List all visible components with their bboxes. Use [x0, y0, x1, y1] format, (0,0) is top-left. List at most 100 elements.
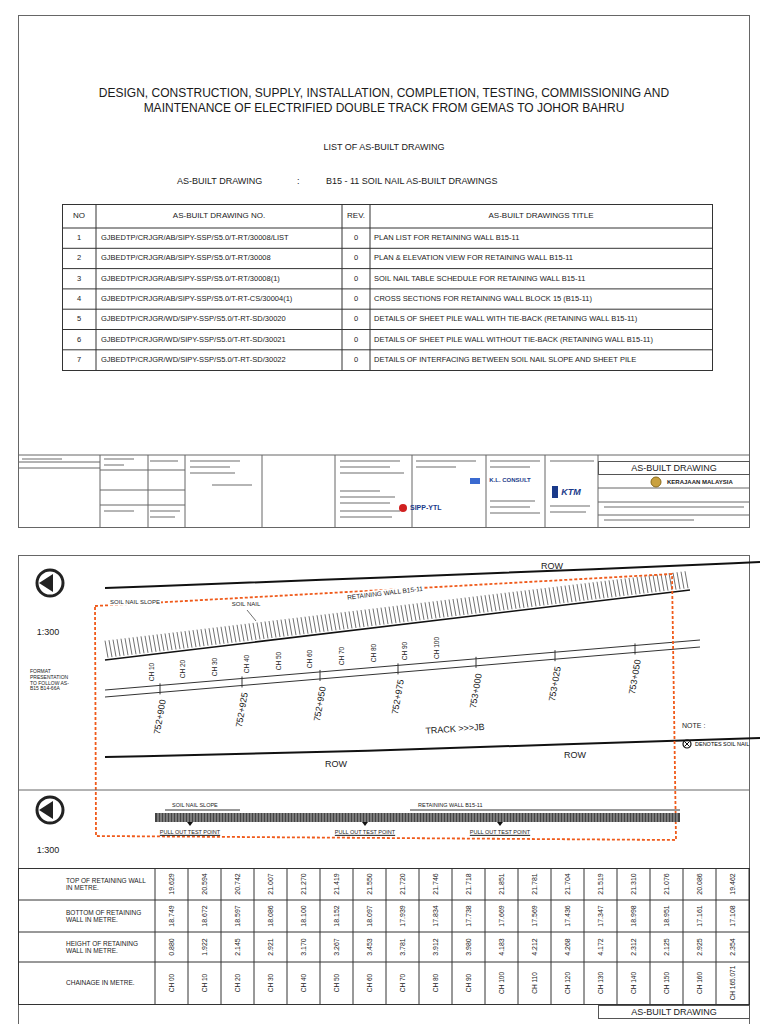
table-value: 20.086: [695, 873, 703, 894]
soil-nail: [557, 587, 560, 604]
table-line: [485, 868, 486, 1004]
title-block-line: [598, 502, 750, 503]
soil-nail: [609, 580, 612, 597]
soil-nail: [681, 572, 684, 589]
soil-nail: [521, 591, 524, 608]
soil-nail: [489, 595, 492, 612]
row-number: 3: [77, 274, 81, 283]
table-value: 19.462: [728, 873, 736, 894]
hatch-line: [509, 813, 510, 822]
operator-name: KTM: [561, 487, 581, 497]
table-line: [18, 900, 750, 901]
table-value: 17.738: [464, 905, 472, 926]
sheet-frame: [19, 16, 750, 528]
hatch-line: [359, 813, 360, 822]
revision-number: 0: [354, 335, 358, 344]
leader-line: [410, 810, 680, 811]
hatch-line: [161, 813, 162, 822]
table-value: 18.597: [233, 905, 241, 926]
table-line: [62, 268, 712, 269]
text-scribble: [190, 466, 230, 468]
soil-nail: [641, 577, 644, 594]
hatch-line: [200, 813, 201, 822]
table-value: 2.312: [629, 938, 637, 956]
hatch-line: [332, 813, 333, 822]
table-value: CH 00: [168, 974, 175, 992]
title-block-line: [148, 455, 149, 527]
soil-nail: [245, 624, 248, 641]
hatch-line: [539, 813, 540, 822]
text-scribble: [490, 466, 530, 468]
table-value: CH 140: [630, 972, 637, 994]
title-block-line: [185, 455, 186, 527]
soil-nail: [177, 632, 180, 649]
leader-line: [165, 810, 240, 811]
hatch-line: [392, 813, 393, 822]
text-scribble: [604, 519, 694, 521]
soil-nail: [297, 618, 300, 635]
hatch-line: [308, 813, 309, 822]
sheet-heading: AS-BUILT DRAWING: [177, 176, 262, 186]
drawing-title: PLAN & ELEVATION VIEW FOR RETAINING WALL…: [374, 254, 573, 263]
hatch-line: [299, 813, 300, 822]
drawing-title: CROSS SECTIONS FOR RETAINING WALL BLOCK …: [374, 295, 592, 304]
hatch-line: [569, 813, 570, 822]
hatch-line: [470, 813, 471, 822]
table-value: 18.951: [662, 905, 670, 926]
soil-nail: [237, 625, 240, 642]
hatch-line: [305, 813, 306, 822]
hatch-line: [482, 813, 483, 822]
hatch-line: [188, 813, 189, 822]
hatch-line: [191, 813, 192, 822]
chainage-tick: [476, 657, 477, 668]
table-value: 2.354: [728, 938, 736, 956]
hatch-line: [263, 813, 264, 822]
table-line: [584, 868, 585, 1004]
symbol-cross: [685, 742, 690, 747]
hatch-line: [584, 813, 585, 822]
soil-nail: [233, 625, 236, 642]
text-scribble: [550, 460, 594, 462]
soil-nail: [341, 612, 344, 629]
soil-nail: [145, 636, 148, 653]
soil-nail: [401, 605, 404, 622]
title-box: AS-BUILT DRAWING: [598, 461, 750, 475]
table-value: CH 160: [696, 972, 703, 994]
hatch-line: [179, 813, 180, 822]
soil-nail: [593, 582, 596, 599]
separator-mark: :: [297, 176, 300, 186]
hatch-line: [476, 813, 477, 822]
table-value: 21.781: [530, 873, 538, 894]
table-line: [342, 204, 343, 370]
slope-label: SOIL NAIL SLOPE: [109, 599, 161, 606]
table-value: 18.998: [629, 905, 637, 926]
hatch-line: [617, 813, 618, 822]
soil-nail-symbol: [682, 739, 692, 749]
soil-nail: [661, 574, 664, 591]
title-block-line: [545, 455, 546, 527]
soil-nail: [393, 606, 396, 623]
hatch-line: [434, 813, 435, 822]
soil-nail: [657, 575, 660, 592]
soil-nail: [181, 632, 184, 649]
soil-nail: [505, 593, 508, 610]
legend-text: DENOTES SOIL NAIL: [695, 741, 749, 747]
hatch-line: [176, 813, 177, 822]
hatch-line: [599, 813, 600, 822]
table-line: [370, 204, 371, 370]
soil-nail: [169, 633, 172, 650]
soil-nail: [321, 615, 324, 632]
soil-nail: [201, 629, 204, 646]
soil-nail: [637, 577, 640, 594]
table-value: 21.270: [299, 873, 307, 894]
table-value: 4.268: [563, 938, 571, 956]
soil-nail: [493, 594, 496, 611]
hatch-line: [215, 813, 216, 822]
hatch-line: [236, 813, 237, 822]
test-point-label: PULL OUT TEST POINT: [335, 829, 395, 835]
hatch-line: [338, 813, 339, 822]
row-number: 6: [77, 335, 81, 344]
hatch-line: [515, 813, 516, 822]
table-value: 18.097: [365, 905, 373, 926]
hatch-line: [632, 813, 633, 822]
